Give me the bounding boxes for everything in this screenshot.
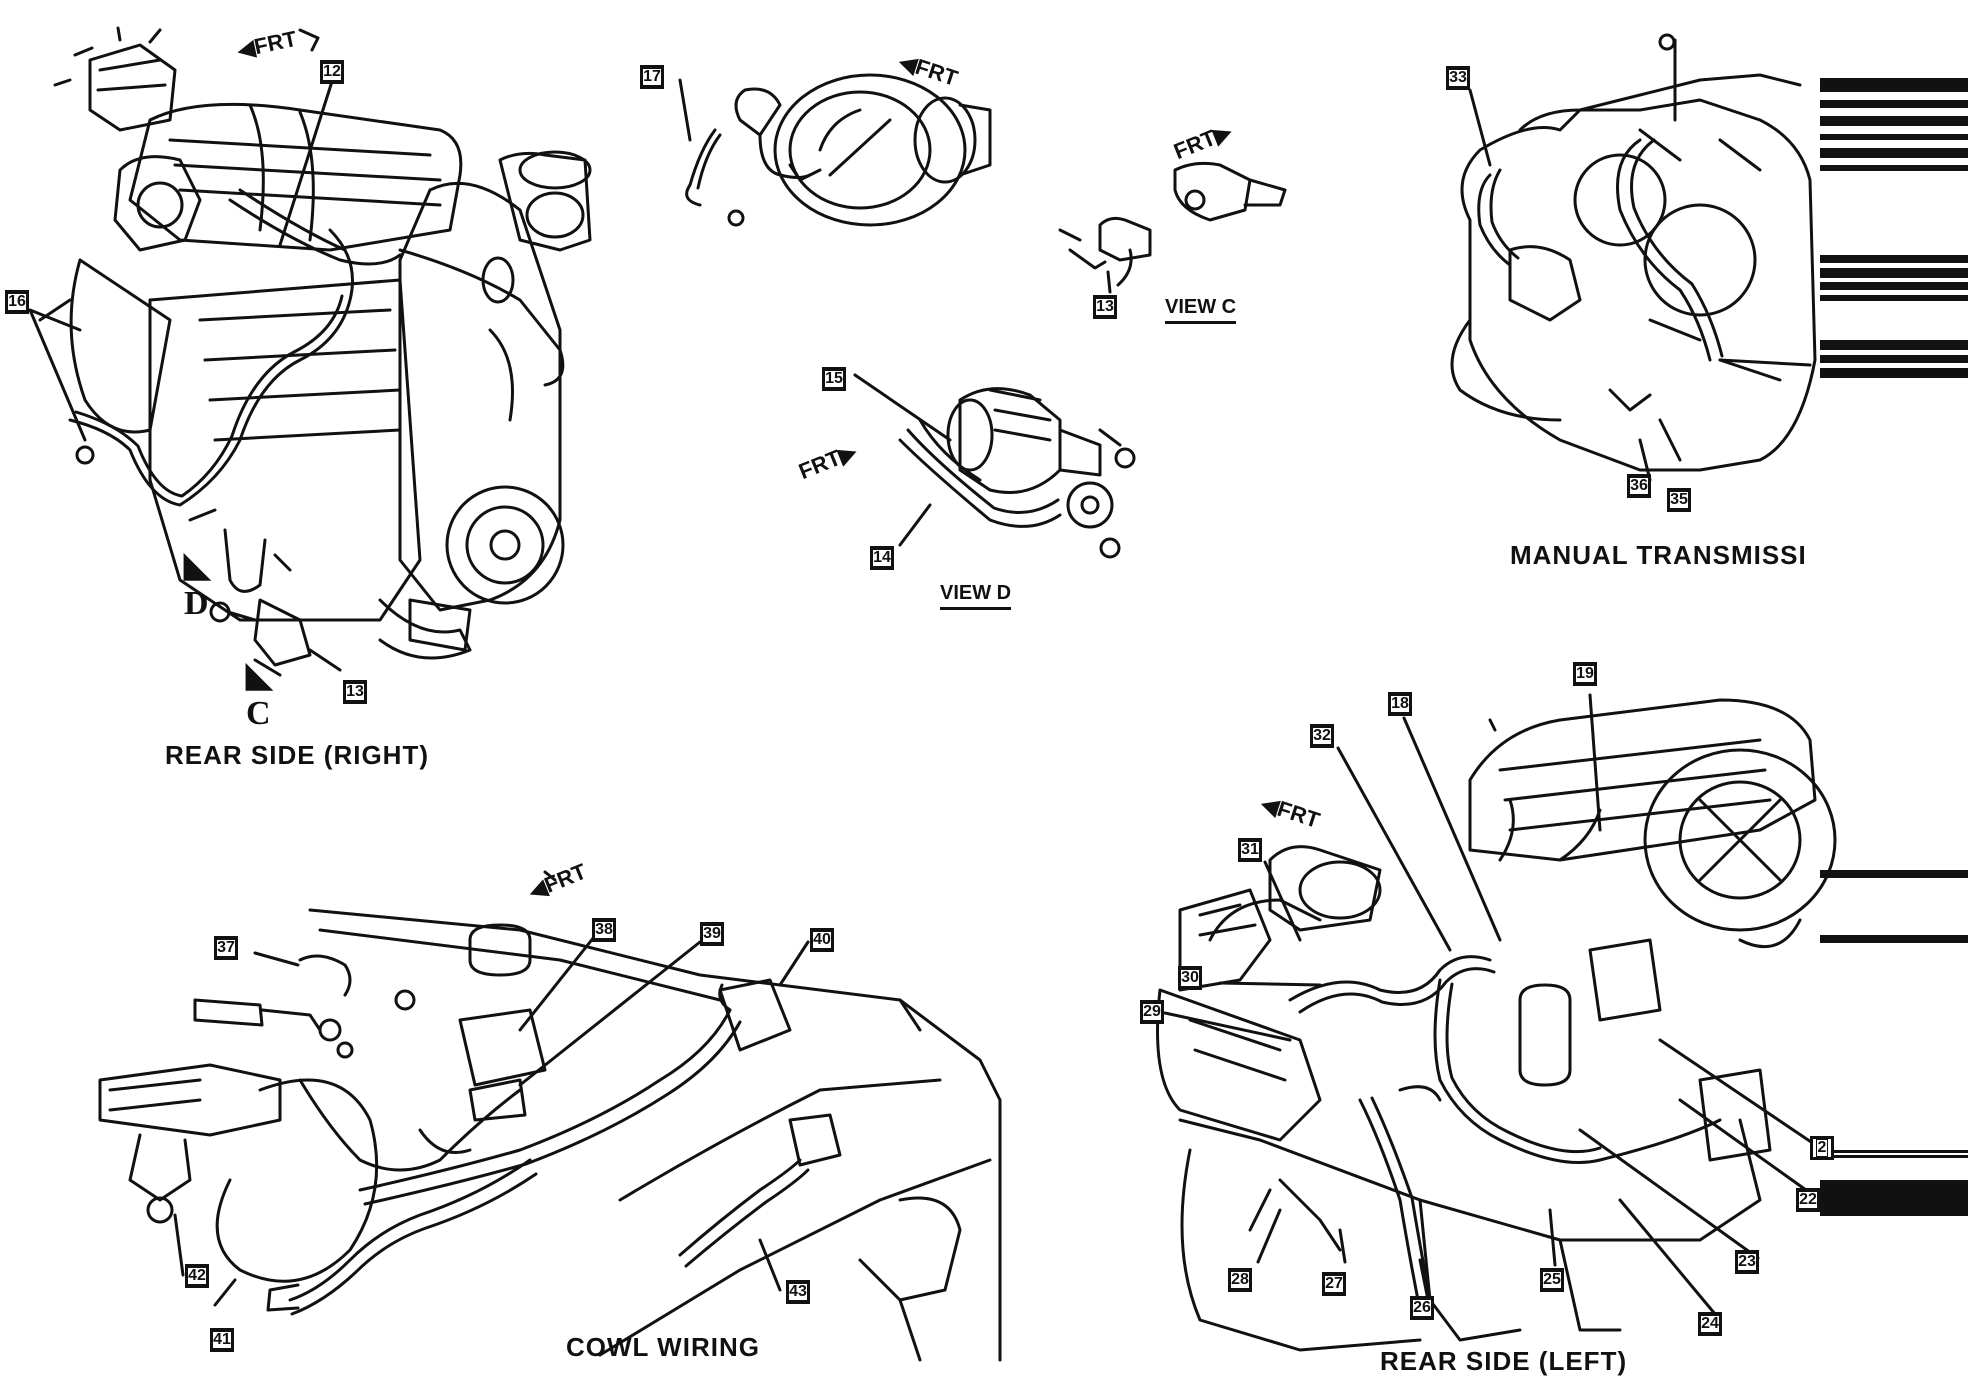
callout-37: 37	[214, 936, 238, 960]
view-letter-d-text: D	[184, 585, 209, 622]
callout-32: 32	[1310, 724, 1334, 748]
callout-number: 14	[871, 549, 893, 567]
callout-14: 14	[870, 546, 894, 570]
callout-12: 12	[320, 60, 344, 84]
callout-18: 18	[1388, 692, 1412, 716]
caption-rear-side-right: REAR SIDE (RIGHT)	[165, 740, 429, 770]
callout-36: 36	[1627, 474, 1651, 498]
callout-number: 29	[1141, 1003, 1163, 1021]
engine-left-drawing	[1156, 693, 1837, 1352]
view-letter-d: ◣D	[184, 547, 211, 622]
callout-number: 16	[6, 293, 28, 311]
callout-35: 35	[1667, 488, 1691, 512]
caption-view-c: VIEW C	[1165, 296, 1237, 324]
callout-42: 42	[185, 1264, 209, 1288]
callout-number: 28	[1229, 1271, 1251, 1289]
caption-view-d: VIEW D	[940, 582, 1012, 610]
callout-24: 24	[1698, 1312, 1722, 1336]
view-c-drawing	[1058, 161, 1287, 294]
caption-rear-side-left: REAR SIDE (LEFT)	[1380, 1346, 1628, 1376]
starter-view-d-drawing	[853, 373, 1136, 559]
callout-16: 16	[5, 290, 29, 314]
callout-19: 19	[1573, 662, 1597, 686]
callout-43: 43	[786, 1280, 810, 1304]
callout-number: 38	[593, 921, 615, 939]
callout-17: 17	[640, 65, 664, 89]
callout-number: 35	[1668, 491, 1690, 509]
callout-41: 41	[210, 1328, 234, 1352]
callout-number: 24	[1699, 1315, 1721, 1333]
caption-manual-transmission: MANUAL TRANSMISSI	[1510, 540, 1807, 570]
cowl-wiring-drawing	[98, 870, 1002, 1362]
callout-number: 43	[787, 1283, 809, 1301]
callout-23: 23	[1735, 1250, 1759, 1274]
callout-number: 39	[701, 925, 723, 943]
callout-39: 39	[700, 922, 724, 946]
callout-number: 23	[1736, 1253, 1758, 1271]
callout-number: 12	[321, 63, 343, 81]
callout-29: 29	[1140, 1000, 1164, 1024]
callout-40: 40	[810, 928, 834, 952]
edge-strips-upper	[1820, 78, 1968, 378]
callout-number: 13	[1094, 298, 1116, 316]
callout-22: 22	[1796, 1188, 1820, 1212]
callout-28: 28	[1228, 1268, 1252, 1292]
view-letter-c: ◣C	[246, 657, 273, 732]
edge-strips-lower	[1820, 870, 1968, 1216]
callout-number: 42	[186, 1267, 208, 1285]
callout-number: 27	[1323, 1275, 1345, 1293]
callout-number: 17	[641, 68, 663, 86]
callout-number: 22	[1797, 1191, 1819, 1209]
callout-number: 2	[1815, 1139, 1829, 1157]
callout-2: 2	[1810, 1136, 1834, 1160]
callout-number: 40	[811, 931, 833, 949]
callout-number: 41	[211, 1331, 233, 1349]
callout-number: 37	[215, 939, 237, 957]
callout-number: 15	[823, 370, 845, 388]
callout-number: 26	[1411, 1299, 1433, 1317]
callout-30: 30	[1178, 966, 1202, 990]
callout-27: 27	[1322, 1272, 1346, 1296]
callout-number: 36	[1628, 477, 1650, 495]
callout-number: 13	[344, 683, 366, 701]
callout-13-view-c: 13	[1093, 295, 1117, 319]
callout-15: 15	[822, 367, 846, 391]
callout-number: 31	[1239, 841, 1261, 859]
alternator-drawing	[678, 73, 992, 227]
callout-number: 30	[1179, 969, 1201, 987]
callout-number: 19	[1574, 665, 1596, 683]
callout-38: 38	[592, 918, 616, 942]
callout-13-engine: 13	[343, 680, 367, 704]
callout-number: 18	[1389, 695, 1411, 713]
view-letter-c-text: C	[246, 695, 271, 732]
manual-transmission-drawing	[1450, 33, 1817, 482]
caption-cowl-wiring: COWL WIRING	[566, 1332, 760, 1362]
engine-right-drawing	[28, 26, 592, 677]
callout-33: 33	[1446, 66, 1470, 90]
callout-number: 25	[1541, 1271, 1563, 1289]
callout-31: 31	[1238, 838, 1262, 862]
callout-number: 33	[1447, 69, 1469, 87]
callout-26: 26	[1410, 1296, 1434, 1320]
callout-25: 25	[1540, 1268, 1564, 1292]
callout-number: 32	[1311, 727, 1333, 745]
